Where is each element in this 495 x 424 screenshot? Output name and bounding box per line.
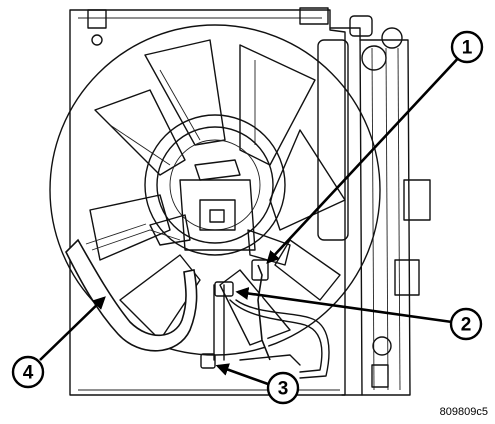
figure-id: 809809c5: [440, 406, 488, 418]
leader-line-4: [39, 296, 106, 361]
callout-3-label: 3: [278, 379, 289, 400]
radiator-hose: [65, 223, 198, 352]
callout-4-label: 4: [23, 363, 34, 384]
leader-line-3: [215, 363, 269, 386]
fan-motor-hub: [144, 114, 291, 266]
transmission-cooler-lines: [200, 259, 330, 379]
callout-2: 2: [449, 307, 483, 341]
callout-1: 1: [450, 30, 484, 64]
leader-lines: [39, 53, 463, 386]
callout-2-label: 2: [461, 315, 472, 336]
leader-line-2: [235, 287, 453, 324]
callout-3: 3: [266, 371, 300, 405]
callout-1-label: 1: [462, 38, 473, 59]
callout-4: 4: [11, 355, 45, 389]
radiator-shroud: [69, 7, 346, 396]
leader-line-1: [266, 53, 463, 264]
radiator-side-tank: [317, 15, 431, 396]
